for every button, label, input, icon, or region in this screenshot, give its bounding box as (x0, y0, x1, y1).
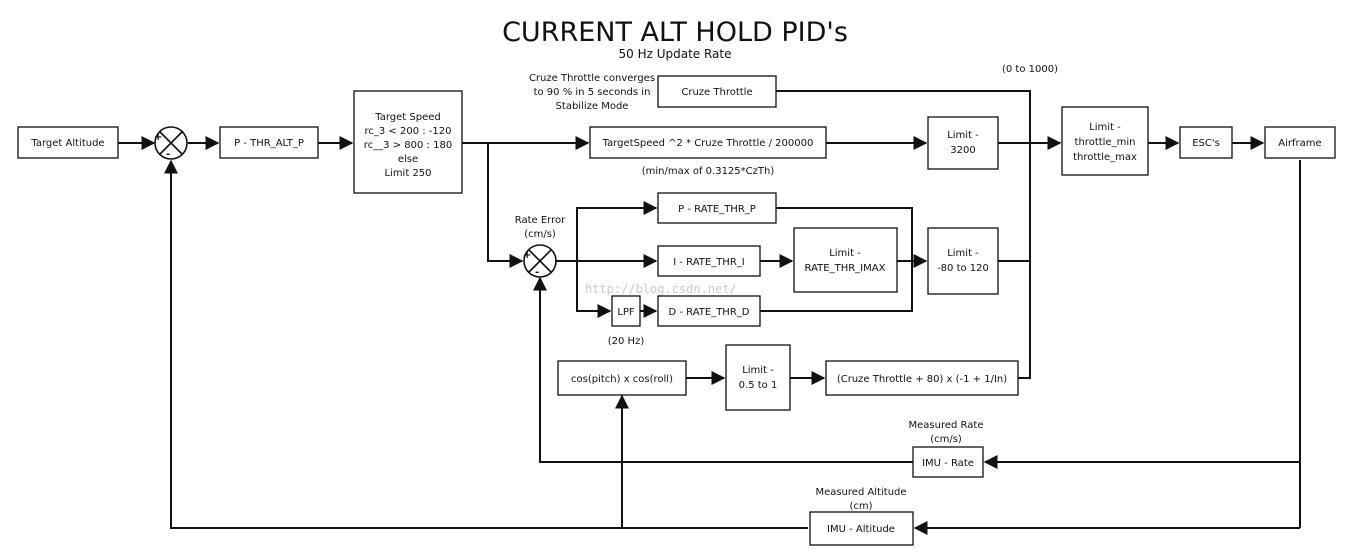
svg-text:(cm/s): (cm/s) (930, 434, 962, 445)
svg-text:3200: 3200 (950, 145, 975, 156)
svg-text:Stabilize Mode: Stabilize Mode (556, 101, 629, 112)
min-max-note: (min/max of 0.3125*CzTh) (642, 166, 775, 177)
svg-text:Measured Rate: Measured Rate (909, 420, 984, 431)
svg-text:rc_3 < 200 : -120: rc_3 < 200 : -120 (365, 126, 452, 137)
svg-text:Target Altitude: Target Altitude (30, 138, 104, 149)
svg-text:rc__3 > 800 : 180: rc__3 > 800 : 180 (364, 140, 452, 151)
svg-text:Cruze Throttle converges: Cruze Throttle converges (529, 73, 655, 84)
svg-text:P - RATE_THR_P: P - RATE_THR_P (678, 204, 756, 215)
target-speed-formula-block: TargetSpeed ^2 * Cruze Throttle / 200000 (589, 126, 827, 159)
svg-text:P - THR_ALT_P: P - THR_ALT_P (234, 138, 304, 149)
svg-text:I - RATE_THR_I: I - RATE_THR_I (673, 257, 744, 268)
lpf-block: LPF (611, 295, 641, 327)
target-altitude-block: Target Altitude (17, 126, 119, 159)
svg-text:(Cruze Throttle + 80) x (-1 +: (Cruze Throttle + 80) x (-1 + 1/In) (837, 374, 1007, 385)
altitude-error-summer: + - (154, 126, 188, 160)
cruze-throttle-block: Cruze Throttle (657, 75, 777, 108)
p-thr-alt-block: P - THR_ALT_P (219, 126, 319, 159)
svg-text:Limit -: Limit - (829, 248, 861, 259)
svg-text:Cruze Throttle: Cruze Throttle (681, 87, 752, 98)
limit-throttle-block: Limit - throttle_min throttle_max (1061, 106, 1149, 176)
svg-text:Limit -: Limit - (1089, 122, 1121, 133)
lpf-frequency-label: (20 Hz) (608, 336, 645, 347)
range-label: (0 to 1000) (1002, 64, 1058, 75)
cruze-formula-block: (Cruze Throttle + 80) x (-1 + 1/In) (825, 360, 1019, 396)
imu-rate-block: IMU - Rate (912, 446, 984, 478)
limit-80-120-block: Limit - -80 to 120 (927, 227, 999, 295)
rate-error-label: Rate Error (cm/s) (515, 215, 566, 240)
limit-05-1-block: Limit - 0.5 to 1 (725, 344, 791, 411)
minus-sign: - (166, 149, 170, 160)
svg-text:throttle_min: throttle_min (1075, 137, 1136, 148)
plus-sign: + (154, 132, 162, 143)
i-rate-block: I - RATE_THR_I (657, 245, 761, 277)
target-speed-block: Target Speed rc_3 < 200 : -120 rc__3 > 8… (353, 90, 463, 194)
svg-text:Limit -: Limit - (742, 365, 774, 376)
measured-rate-label: Measured Rate (cm/s) (909, 420, 984, 445)
cos-block: cos(pitch) x cos(roll) (557, 360, 687, 396)
svg-text:Limit 250: Limit 250 (384, 168, 431, 179)
svg-text:Rate Error: Rate Error (515, 215, 566, 226)
svg-text:(cm): (cm) (849, 501, 872, 512)
svg-text:IMU - Rate: IMU - Rate (922, 458, 974, 469)
svg-text:Target Speed: Target Speed (374, 112, 440, 123)
svg-text:LPF: LPF (617, 307, 635, 318)
imu-altitude-block: IMU - Altitude (809, 511, 914, 546)
svg-text:throttle_max: throttle_max (1073, 152, 1137, 163)
escs-block: ESC's (1179, 126, 1233, 159)
plus-sign: + (523, 250, 531, 261)
signal-wires (118, 90, 1301, 535)
svg-text:TargetSpeed ^2 * Cruze Throttl: TargetSpeed ^2 * Cruze Throttle / 200000 (602, 138, 814, 149)
diagram-title: CURRENT ALT HOLD PID's (502, 17, 848, 48)
minus-sign: - (535, 267, 539, 278)
svg-text:ESC's: ESC's (1192, 138, 1220, 149)
svg-text:Airframe: Airframe (1278, 138, 1321, 149)
limit-imax-block: Limit - RATE_THR_IMAX (793, 227, 898, 293)
svg-text:D - RATE_THR_D: D - RATE_THR_D (669, 307, 750, 318)
svg-text:-80 to 120: -80 to 120 (937, 263, 989, 274)
limit-3200-block: Limit - 3200 (927, 116, 999, 170)
airframe-block: Airframe (1264, 126, 1336, 159)
measured-altitude-label: Measured Altitude (cm) (815, 487, 906, 512)
svg-text:IMU - Altitude: IMU - Altitude (827, 524, 895, 535)
svg-text:Measured Altitude: Measured Altitude (815, 487, 906, 498)
cruze-note: Cruze Throttle converges to 90 % in 5 se… (529, 73, 655, 112)
rate-error-summer: + - (523, 244, 557, 278)
svg-text:Limit -: Limit - (947, 248, 979, 259)
svg-text:(cm/s): (cm/s) (524, 229, 556, 240)
watermark: http://blog.csdn.net/ (585, 282, 737, 296)
svg-text:Limit -: Limit - (947, 130, 979, 141)
svg-text:0.5 to 1: 0.5 to 1 (739, 380, 778, 391)
p-rate-block: P - RATE_THR_P (657, 192, 777, 224)
svg-text:to 90 % in 5 seconds in: to 90 % in 5 seconds in (534, 87, 651, 98)
svg-text:RATE_THR_IMAX: RATE_THR_IMAX (805, 263, 886, 274)
svg-text:else: else (398, 154, 418, 165)
diagram-subtitle: 50 Hz Update Rate (618, 47, 731, 61)
d-rate-block: D - RATE_THR_D (657, 295, 761, 327)
svg-text:cos(pitch) x cos(roll): cos(pitch) x cos(roll) (571, 374, 673, 385)
